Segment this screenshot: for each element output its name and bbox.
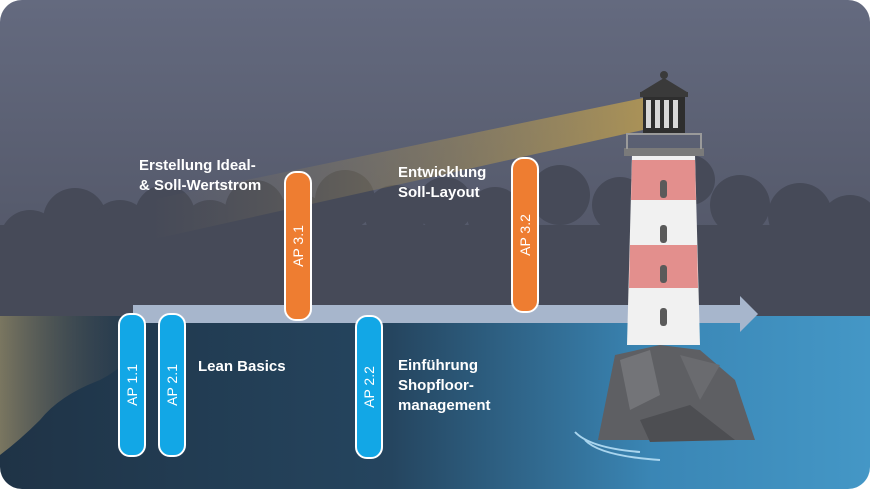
work-package-ap-3-2: AP 3.2 (511, 157, 539, 313)
water-ripple (574, 431, 641, 453)
label-einfuehrung-shopfloor: Einführung Shopfloor- management (398, 356, 491, 416)
label-erstellung-wertstrom: Erstellung Ideal- & Soll-Wertstrom (139, 156, 261, 196)
label-line: Entwicklung (398, 164, 487, 181)
label-line: Erstellung Ideal- (139, 157, 256, 174)
label-line: Shopfloor- (398, 377, 474, 394)
work-package-ap-2-1: AP 2.1 (158, 313, 186, 457)
label-line: Lean Basics (198, 358, 286, 375)
work-package-label: AP 1.1 (124, 364, 140, 406)
label-lean-basics: Lean Basics (198, 357, 286, 377)
work-package-label: AP 2.1 (164, 364, 180, 406)
work-package-ap-3-1: AP 3.1 (284, 171, 312, 321)
lighthouse (624, 71, 704, 345)
label-line: & Soll-Wertstrom (139, 177, 262, 194)
water-ripple (584, 439, 661, 461)
label-line: Einführung (398, 357, 478, 374)
rocks (598, 345, 755, 442)
shore (0, 316, 150, 455)
work-package-ap-2-2: AP 2.2 (355, 315, 383, 459)
label-line: Soll-Layout (398, 184, 480, 201)
work-package-label: AP 2.2 (361, 366, 377, 408)
work-package-label: AP 3.1 (290, 225, 306, 267)
work-package-label: AP 3.2 (517, 214, 533, 256)
label-line: management (398, 397, 491, 414)
label-entwicklung-layout: Entwicklung Soll-Layout (398, 163, 486, 203)
work-package-ap-1-1: AP 1.1 (118, 313, 146, 457)
light-beam (150, 98, 643, 240)
